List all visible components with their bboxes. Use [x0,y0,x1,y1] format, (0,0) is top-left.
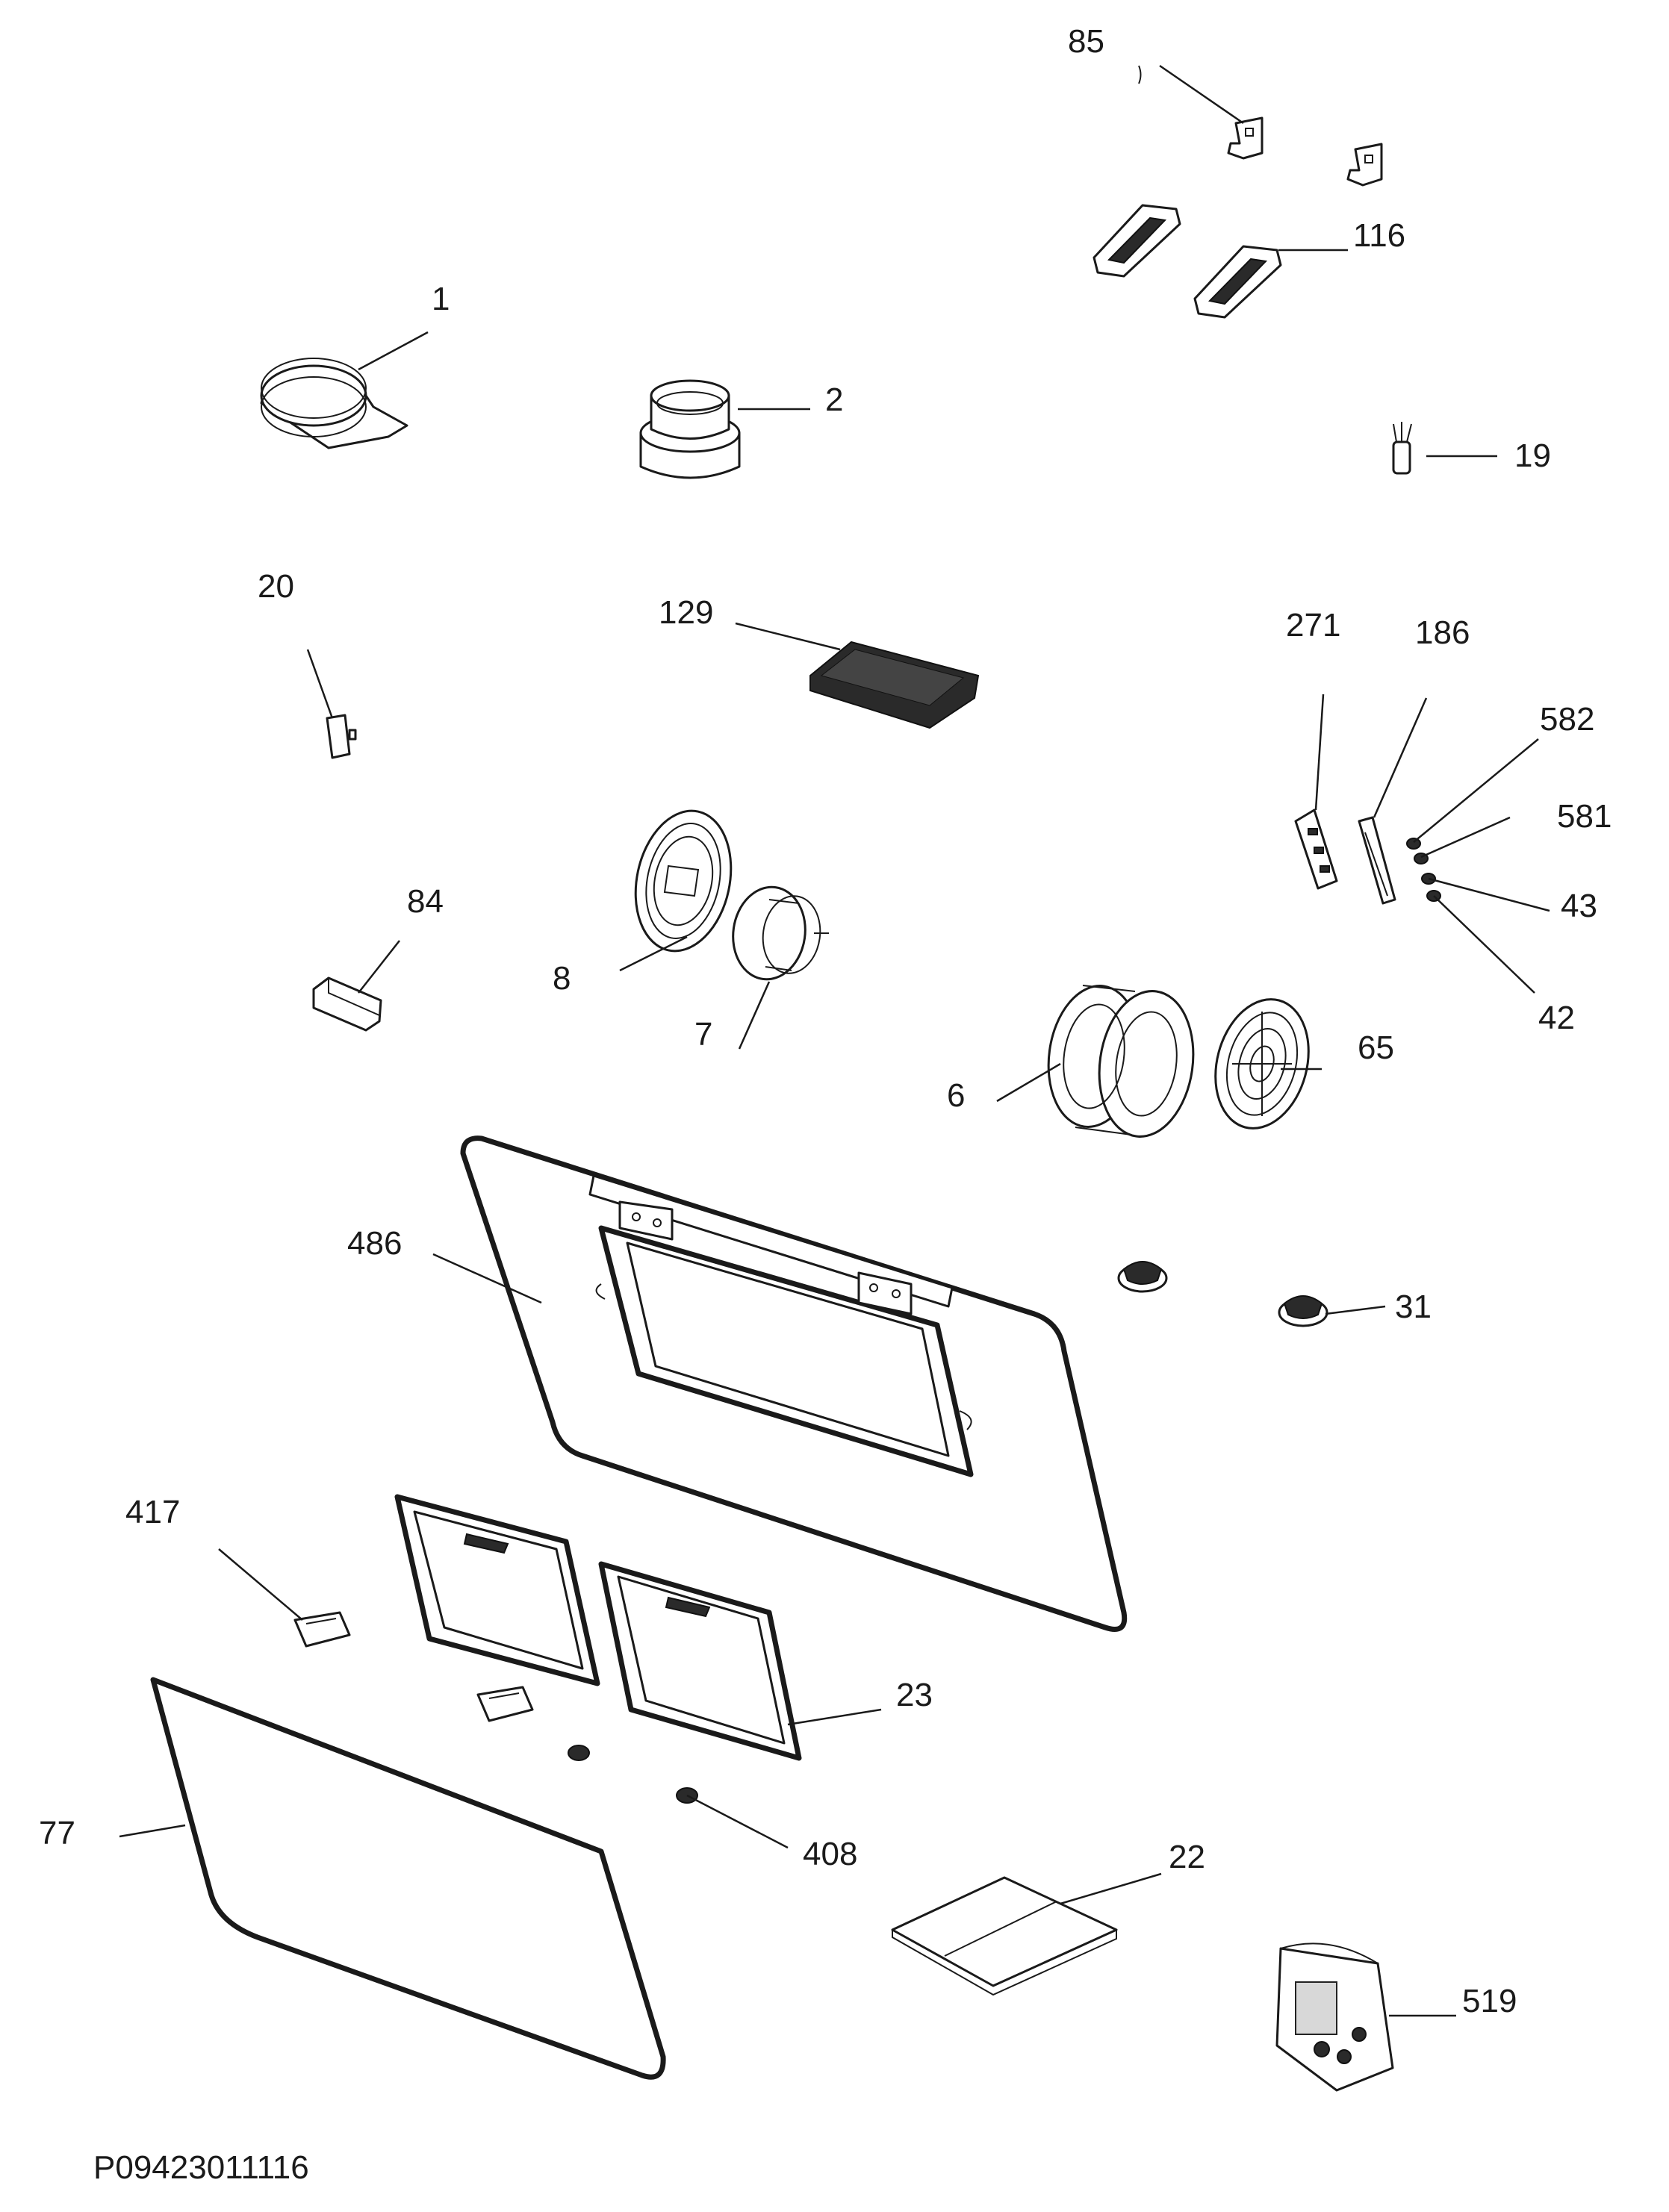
label-43: 43 [1561,888,1597,924]
label-271: 271 [1286,607,1340,644]
label-77: 77 [39,1815,75,1851]
label-20: 20 [258,568,294,605]
label-65: 65 [1358,1029,1394,1066]
label-186: 186 [1415,614,1470,651]
label-84: 84 [407,883,444,920]
label-116: 116 [1353,217,1405,254]
part-84-small-box [312,976,382,1032]
part-129-carbon-filter [809,641,980,729]
part-2-duct-collar [639,379,741,479]
label-7: 7 [694,1016,712,1053]
label-519: 519 [1462,1983,1517,2019]
part-77-glass-panel [150,1677,666,2080]
label-408: 408 [803,1836,857,1872]
part-519-accessory-bag [1275,1942,1394,2092]
label-417: 417 [125,1494,180,1530]
part-19-capacitor [1392,422,1412,475]
part-85-brackets [1138,65,1383,187]
part-116-rails [1093,204,1282,319]
part-31-control-knobs [1117,1261,1328,1327]
label-582: 582 [1540,701,1594,738]
label-23: 23 [896,1677,933,1713]
label-31: 31 [1395,1289,1432,1325]
label-486: 486 [347,1225,402,1262]
label-42: 42 [1538,1000,1575,1036]
label-1: 1 [432,281,450,317]
part-1-ring-base [260,358,408,449]
part-7-motor [732,885,829,981]
part-271-switch-board [1294,809,1338,890]
part-65-fan-grille [1214,998,1310,1130]
label-85: 85 [1068,23,1104,60]
part-408-fasteners [568,1745,698,1804]
label-581: 581 [1557,798,1611,835]
part-small-knobs [1406,838,1441,902]
part-417-hinge-clips [293,1611,534,1722]
label-22: 22 [1169,1839,1205,1875]
part-486-main-panel [460,1135,1128,1632]
part-186-control-board [1358,816,1396,905]
label-8: 8 [553,960,571,997]
part-20-small-part [326,714,357,759]
label-19: 19 [1514,437,1551,474]
drawing-code: P09423011116 [93,2149,309,2186]
part-23-grease-filters [394,1494,802,1761]
part-8-motor-plate [634,809,733,953]
label-129: 129 [659,594,713,631]
label-6: 6 [947,1077,965,1114]
part-22-panels [891,1876,1118,1996]
part-6-blower-wheel [1047,985,1195,1138]
label-2: 2 [825,381,843,418]
